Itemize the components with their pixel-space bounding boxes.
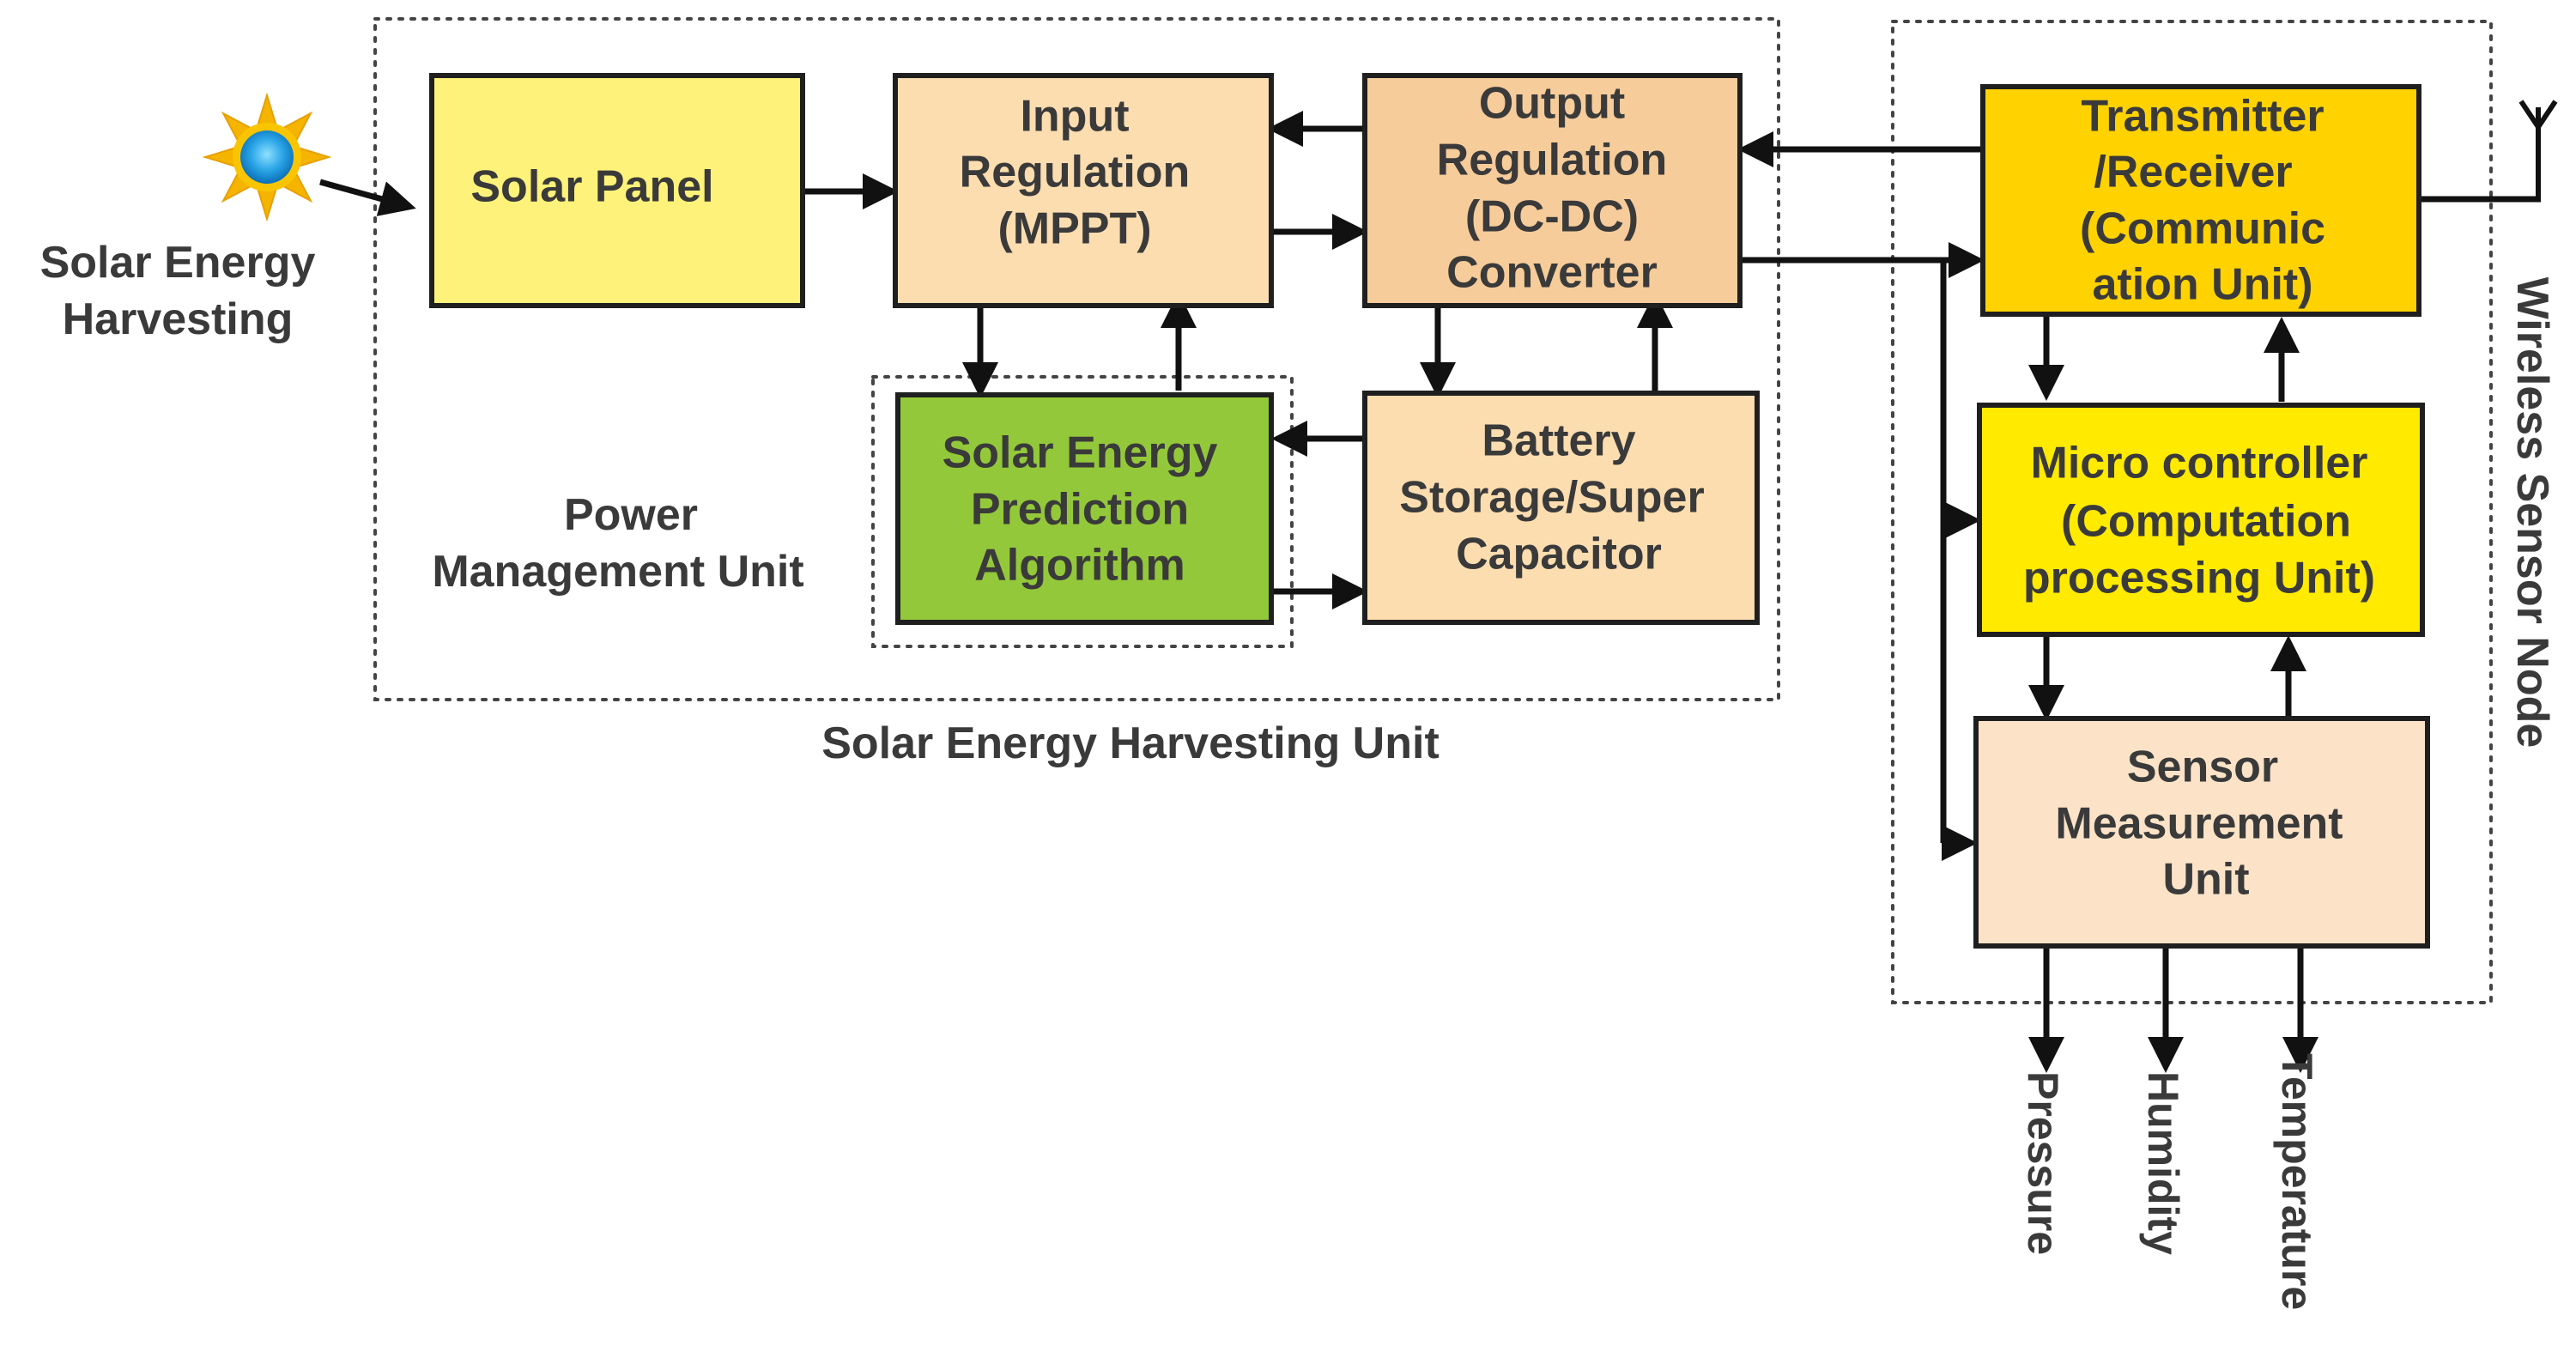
input-regulation-label-line2: Regulation [960, 148, 1191, 197]
solar-energy-harvesting-unit-boundary [373, 17, 1780, 701]
sensor-measurement-label-line2: Measurement [2055, 799, 2343, 849]
solar-panel-label: Solar Panel [470, 162, 713, 212]
transmitter-receiver-block: Transmitter /Receiver (Communic ation Un… [1980, 84, 2421, 317]
output-regulation-label-line1: Output [1479, 79, 1625, 129]
output-regulation-label-line4: Converter [1446, 248, 1658, 298]
transmitter-label-line2: /Receiver [2094, 148, 2292, 197]
microcontroller-label-line2: (Computation [2061, 497, 2351, 547]
arrow-sun-to-solar-panel [319, 179, 416, 216]
output-regulation-block: Output Regulation (DC-DC) Converter [1362, 73, 1743, 308]
battery-storage-block: Battery Storage/Super Capacitor [1362, 391, 1760, 625]
solar-panel-block: Solar Panel [429, 73, 805, 308]
prediction-label-line1: Solar Energy [943, 428, 1218, 478]
input-regulation-block: Input Regulation (MPPT) [893, 73, 1274, 308]
solar-energy-prediction-algorithm-block: Solar Energy Prediction Algorithm [895, 392, 1274, 625]
temperature-output-label: Temperature [2273, 1053, 2321, 1310]
sensor-measurement-unit-block: Sensor Measurement Unit [1973, 716, 2430, 949]
microcontroller-label-line3: processing Unit) [2023, 554, 2375, 603]
connectors [319, 111, 2541, 1073]
sensor-measurement-label-line3: Unit [2162, 855, 2249, 905]
microcontroller-block: Micro controller (Computation processing… [1977, 403, 2425, 637]
humidity-output-label: Humidity [2139, 1071, 2187, 1255]
solar-energy-harvesting-unit-title: Solar Energy Harvesting Unit [821, 718, 1440, 768]
battery-label-line3: Capacitor [1456, 530, 1662, 579]
power-management-unit-label-line2: Management Unit [432, 547, 803, 597]
wireless-sensor-node-title: Wireless Sensor Node [2507, 277, 2557, 749]
transmitter-label-line1: Transmitter [2081, 92, 2324, 142]
power-management-unit-label-line1: Power [564, 490, 698, 540]
input-regulation-label-line1: Input [1020, 92, 1129, 142]
wireless-sensor-node-boundary [1891, 20, 2493, 1004]
prediction-label-line3: Algorithm [974, 541, 1185, 591]
solar-energy-harvesting-label-line1: Solar Energy [40, 238, 316, 288]
battery-label-line1: Battery [1482, 416, 1635, 466]
prediction-label-line2: Prediction [971, 485, 1189, 535]
antenna-icon [2518, 100, 2558, 199]
prediction-algorithm-boundary [871, 375, 1294, 648]
solar-energy-harvesting-label-line2: Harvesting [63, 294, 294, 344]
microcontroller-label-line1: Micro controller [2031, 439, 2368, 488]
output-regulation-label-line2: Regulation [1437, 136, 1668, 185]
battery-label-line2: Storage/Super [1399, 473, 1704, 523]
transmitter-label-line4: ation Unit) [2092, 260, 2312, 310]
output-regulation-label-line3: (DC-DC) [1465, 192, 1639, 242]
pressure-output-label: Pressure [2019, 1071, 2067, 1255]
transmitter-label-line3: (Communic [2080, 204, 2325, 254]
sun-icon [202, 92, 332, 222]
sensor-measurement-label-line1: Sensor [2127, 743, 2278, 792]
input-regulation-label-line3: (MPPT) [997, 204, 1151, 254]
